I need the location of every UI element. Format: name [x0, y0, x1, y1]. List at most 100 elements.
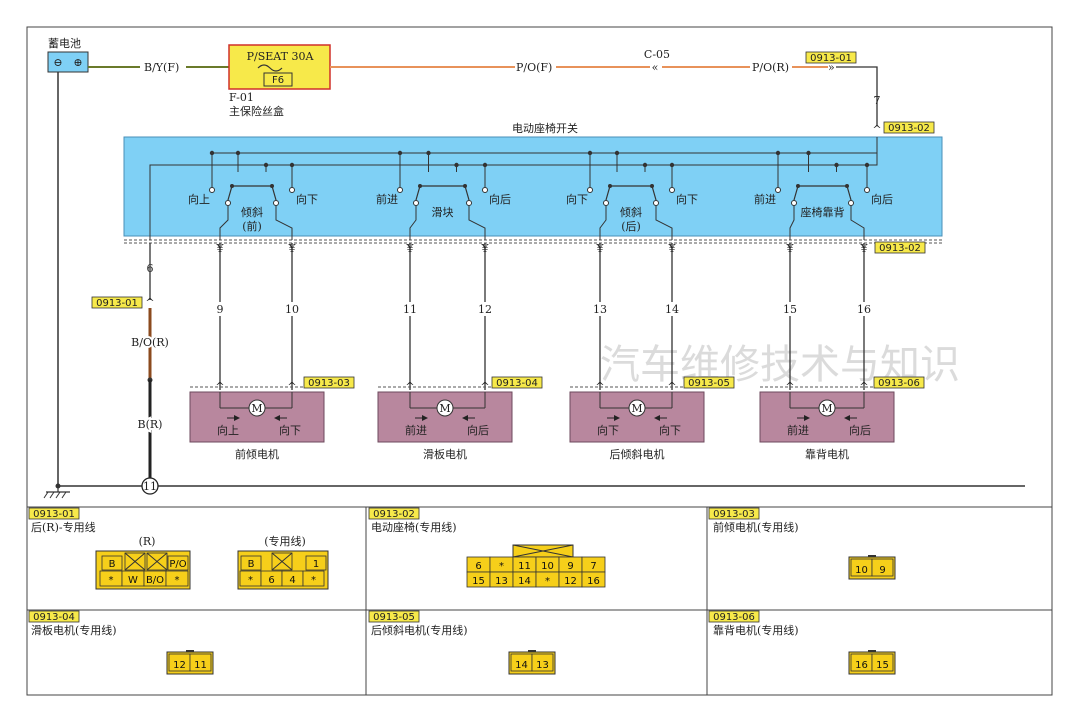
motor-icon	[818, 399, 836, 417]
motor-name: 后倾斜电机	[610, 447, 665, 461]
pin-cell	[165, 570, 189, 587]
switch-contact	[775, 187, 781, 193]
pin-cell-label: 10	[855, 565, 868, 576]
ground-point	[141, 477, 159, 495]
switch-label-right: 向下	[676, 192, 698, 206]
pin-label-bg	[664, 302, 680, 316]
tag-0913-01-top	[805, 51, 857, 64]
pin-label-bg	[402, 302, 418, 316]
bus-junction	[587, 150, 593, 156]
pin-cell-label: B	[248, 559, 255, 570]
switch-contact	[289, 187, 295, 193]
pin-cell-label: 11	[194, 660, 207, 671]
blank-cavity-mark	[271, 552, 293, 571]
switch-pivot	[230, 184, 234, 188]
switch-out-left	[599, 206, 607, 240]
panel-0913-05-title: 后倾斜电机(专用线)	[371, 623, 468, 637]
motor-circuit-1: ¥9^¥10^0913-03M向上向下前倾电机	[189, 242, 355, 461]
switch-contact	[209, 187, 215, 193]
switch-4: 前进向后座椅靠背	[754, 150, 893, 240]
bus-junction	[775, 150, 781, 156]
conn-arrow-icon: ¥	[860, 242, 869, 255]
pin-cell-label: 12	[564, 576, 577, 587]
pin-cell-label: 6	[475, 561, 481, 572]
fuse-icon	[257, 64, 283, 72]
conn-arrow-icon: ¥	[288, 242, 297, 255]
pin-cell	[305, 555, 327, 571]
fuse-id-box	[263, 72, 293, 87]
conn-arrow-icon: ^	[859, 380, 868, 393]
blank-cavity-mark	[146, 552, 168, 571]
motor-tag: 0913-06	[878, 378, 920, 389]
connector-c05-icon: «	[652, 61, 659, 74]
connector-icon: »	[828, 61, 835, 74]
pin-label-bg	[477, 302, 493, 316]
motor-name: 滑板电机	[423, 447, 467, 461]
ground-point-label: 11	[143, 480, 157, 493]
motor-pin-label: 13	[593, 303, 607, 316]
bus-junction	[642, 162, 648, 168]
pin-cell	[581, 571, 606, 588]
motor-circuit-2: ¥11^¥12^0913-04M前进向后滑板电机	[377, 242, 543, 461]
motor-tag-box	[303, 376, 355, 389]
pin-cell-label: 12	[173, 660, 186, 671]
motor-circuit-3: ¥13^¥14^0913-05M向下向下后倾斜电机	[569, 242, 735, 461]
switch-contact	[413, 200, 419, 206]
switch-block-title: 电动座椅开关	[512, 121, 578, 135]
motor-icon	[628, 399, 646, 417]
switch-pivot	[845, 184, 849, 188]
pin-cell-label: 15	[876, 660, 889, 671]
tag-0913-01-left	[91, 296, 143, 309]
tag-0913-02-top	[883, 121, 935, 134]
motor-label-right: 向下	[659, 423, 681, 437]
switch-out-right	[850, 206, 865, 240]
pin-cell-label: *	[109, 575, 114, 586]
pin-6-label: 6	[147, 262, 154, 275]
pin-7-label: 7	[874, 94, 881, 107]
bus-junction	[806, 150, 811, 156]
pin-cell-label: B	[109, 559, 116, 570]
switch-contact	[273, 200, 279, 206]
pin-cell	[302, 570, 325, 587]
switch-name: 座椅靠背	[801, 205, 845, 219]
motor-tag-box	[683, 376, 735, 389]
battery-plus-icon: ⊕	[73, 56, 82, 69]
bus-junction	[209, 150, 215, 156]
wire-po-f-label: P/O(F)	[516, 61, 552, 74]
switch-ground-bus	[149, 137, 878, 240]
motor-tag-box	[873, 376, 925, 389]
wire-po-r-label: P/O(R)	[752, 61, 789, 74]
motor-pin-label: 12	[478, 303, 492, 316]
panel-0913-03-tag: 0913-03	[713, 509, 755, 520]
fuse: P/SEAT 30A F6	[228, 44, 331, 90]
switch-name: 滑块	[432, 206, 454, 219]
bus-junction	[482, 162, 488, 168]
pin-cell-label: 13	[495, 576, 508, 587]
switch-name: 倾斜	[241, 206, 263, 219]
switch-lever	[415, 185, 470, 201]
switch-contact	[669, 187, 675, 193]
switch-out-left	[219, 206, 229, 240]
motor-circuit-4: ¥15^¥16^0913-06M前进向后靠背电机	[759, 242, 925, 461]
tag-0913-01-top-text: 0913-01	[810, 53, 852, 64]
pin-cell-label: 16	[587, 576, 600, 587]
pin-label-bg	[782, 302, 798, 316]
bus-junction	[235, 150, 241, 156]
pin-cell-label: *	[499, 561, 504, 572]
pin-cell-label: 14	[515, 660, 528, 671]
pin-label-bg	[592, 302, 608, 316]
switch-label-right: 向后	[489, 192, 511, 206]
motor-label-right: 向后	[849, 423, 871, 437]
pin-cell-label: *	[175, 575, 180, 586]
switch-out-right	[275, 206, 293, 240]
panel-0913-02-tag-box	[368, 507, 420, 520]
pin-cell-label: 9	[567, 561, 573, 572]
pin-cell-label: *	[311, 575, 316, 586]
pin-cell-label: *	[248, 575, 253, 586]
pin-cell	[240, 555, 262, 571]
